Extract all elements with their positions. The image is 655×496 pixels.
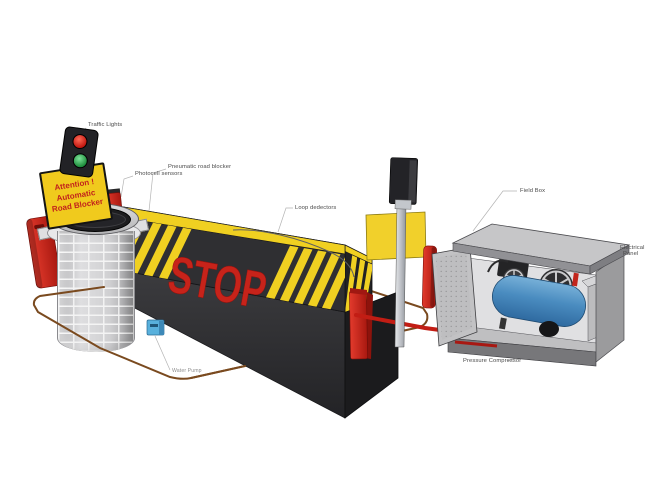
yellow-sign-blank (365, 211, 427, 261)
tank-leg (499, 317, 507, 330)
photocell-post-right (349, 288, 373, 360)
label-water-pump: Water Pump (172, 368, 202, 374)
leader-pneumatic-road-blocker (148, 168, 167, 212)
water-pump (146, 319, 165, 336)
leader-water-pump (154, 335, 171, 371)
loop-detector-cable (232, 229, 355, 278)
label-pneumatic-road-blocker: Pneumatic road blocker (168, 164, 232, 170)
fieldbox-door (431, 246, 478, 347)
hazard-stripes-right (266, 245, 345, 310)
leader-photocell-sensors (120, 175, 134, 198)
tank-wheel (539, 321, 559, 337)
pressure-compressor (487, 258, 587, 337)
label-loop-detectors: Loop dedectors (295, 205, 337, 211)
label-electrical-panel-line2: Panel (623, 251, 639, 257)
sensor-collar (394, 199, 412, 210)
compressor-piping (487, 259, 509, 273)
label-pressure-compressor: Pressure Compressor (463, 358, 522, 364)
compressor-pipe-underbox (454, 340, 498, 348)
traffic-light-red-lamp (71, 133, 89, 151)
traffic-light (58, 125, 100, 179)
label-electrical-panel: Electrical Panel (620, 245, 645, 257)
sensor-pole (388, 157, 418, 348)
label-electrical-panel-line1: Electrical (620, 245, 645, 251)
compressor-tank (491, 275, 587, 327)
pneumatic-road-blocker: STOP (105, 204, 399, 419)
leader-field-box (472, 190, 517, 232)
label-field-box: Field Box (520, 188, 546, 194)
tank-valve (572, 272, 579, 287)
label-traffic-lights: Traffic Lights (88, 122, 123, 128)
label-photocell-sensors: Photocell sensors (135, 171, 183, 177)
leader-loop-detectors (277, 207, 293, 233)
column-bricks (57, 231, 135, 352)
fieldbox-roof-right-edge (589, 244, 630, 275)
field-box (431, 223, 631, 367)
traffic-light-green-lamp (71, 152, 89, 170)
